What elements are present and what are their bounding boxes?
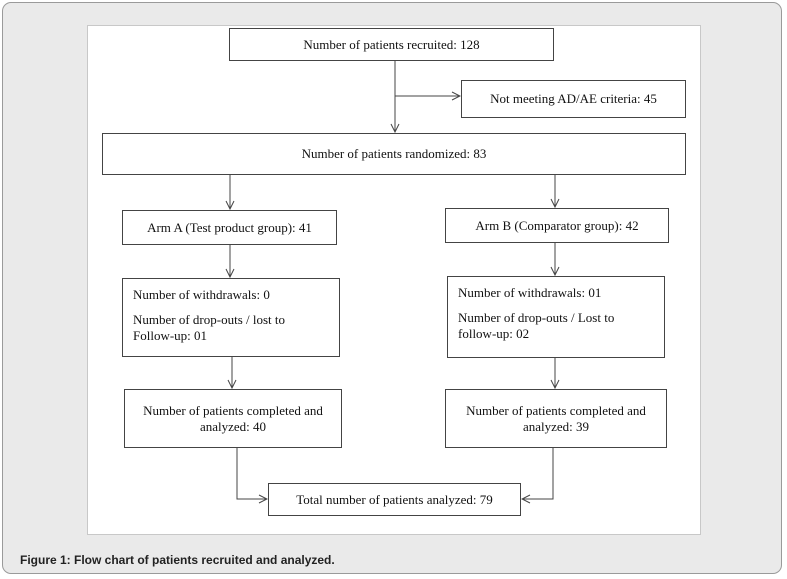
randomized-box: Number of patients randomized: 83: [102, 133, 686, 175]
arm-b-completed-label: Number of patients completed and analyze…: [466, 402, 646, 434]
arm-b-withdrawals: Number of withdrawals: 01: [458, 285, 602, 300]
recruited-label: Number of patients recruited: 128: [303, 36, 480, 52]
arm-a-label: Arm A (Test product group): 41: [147, 219, 312, 235]
arm-b-box: Arm B (Comparator group): 42: [445, 208, 669, 243]
arm-a-dropouts: Number of drop-outs / lost to Follow-up:…: [133, 312, 286, 343]
recruited-box: Number of patients recruited: 128: [229, 28, 554, 61]
excluded-box: Not meeting AD/AE criteria: 45: [461, 80, 686, 118]
arm-b-attrition-box: Number of withdrawals: 01 Number of drop…: [447, 276, 665, 358]
figure-caption: Figure 1: Flow chart of patients recruit…: [20, 553, 335, 567]
arm-a-completed-label: Number of patients completed and analyze…: [143, 402, 323, 434]
total-label: Total number of patients analyzed: 79: [296, 491, 493, 507]
arm-b-dropouts: Number of drop-outs / Lost to follow-up:…: [458, 310, 615, 341]
arm-a-box: Arm A (Test product group): 41: [122, 210, 337, 245]
randomized-label: Number of patients randomized: 83: [301, 146, 487, 161]
arm-b-label: Arm B (Comparator group): 42: [475, 217, 639, 233]
excluded-label: Not meeting AD/AE criteria: 45: [490, 91, 657, 106]
arm-a-attrition-box: Number of withdrawals: 0 Number of drop-…: [122, 278, 340, 357]
arm-b-completed-box: Number of patients completed and analyze…: [445, 389, 667, 448]
arm-a-completed-box: Number of patients completed and analyze…: [124, 389, 342, 448]
arm-a-withdrawals: Number of withdrawals: 0: [133, 287, 270, 302]
total-box: Total number of patients analyzed: 79: [268, 483, 521, 516]
